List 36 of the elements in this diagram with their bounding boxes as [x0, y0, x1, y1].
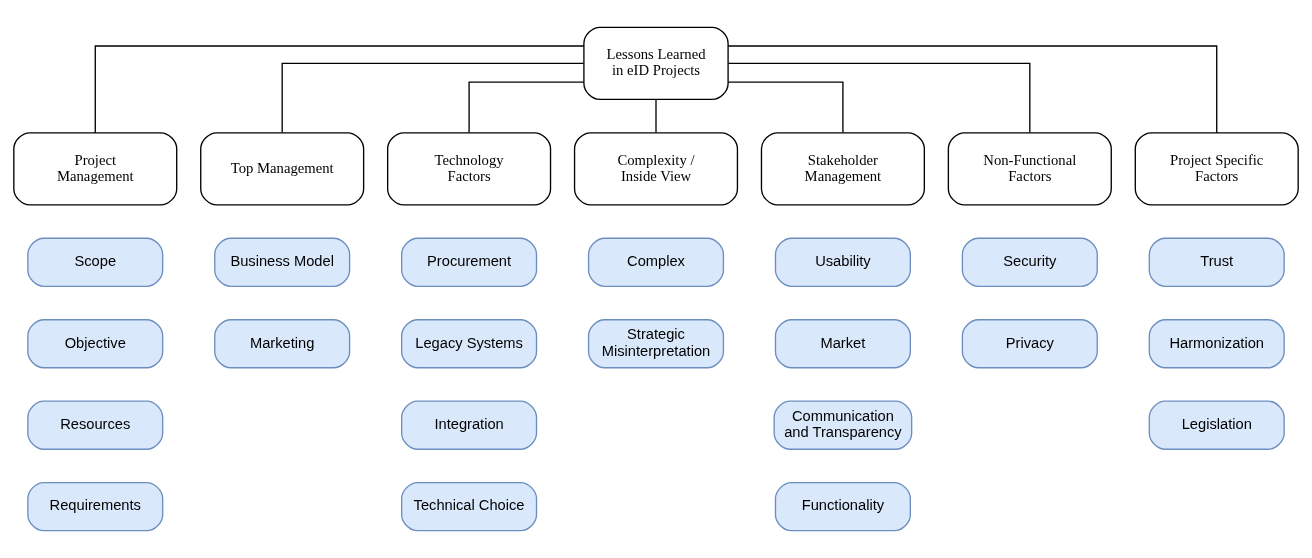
connector — [655, 99, 657, 134]
connector — [727, 45, 1218, 134]
connector — [94, 45, 585, 134]
node-box: Strategic Misinterpretation — [587, 319, 725, 369]
node-box: Project Specific Factors — [1134, 132, 1299, 206]
node-box: Complexity / Inside View — [573, 132, 739, 206]
node-box: Resources — [27, 400, 164, 450]
node-box: Scope — [27, 237, 164, 287]
node-box: Lessons Learned in eID Projects — [583, 26, 729, 101]
node-box: Trust — [1148, 237, 1285, 287]
node-box: Technology Factors — [386, 132, 552, 206]
node-box: Procurement — [401, 237, 538, 287]
connector — [468, 81, 585, 134]
connector — [281, 62, 585, 134]
node-box: Non-Functional Factors — [947, 132, 1112, 206]
node-box: Market — [774, 319, 911, 369]
node-box: Communication and Transparency — [773, 400, 913, 450]
node-box: Requirements — [27, 481, 164, 532]
node-box: Harmonization — [1148, 319, 1285, 369]
node-box: Functionality — [774, 481, 911, 532]
connector — [727, 81, 844, 134]
node-box: Integration — [401, 400, 538, 450]
node-box: Stakeholder Management — [760, 132, 925, 206]
connector — [727, 62, 1031, 134]
node-box: Usability — [774, 237, 911, 287]
node-box: Legacy Systems — [401, 319, 538, 369]
node-box: Security — [961, 237, 1098, 287]
node-box: Top Management — [200, 132, 365, 206]
node-box: Marketing — [214, 319, 351, 369]
node-box: Legislation — [1148, 400, 1285, 450]
node-box: Privacy — [961, 319, 1098, 369]
node-box: Business Model — [214, 237, 351, 287]
node-box: Technical Choice — [401, 481, 538, 532]
node-box: Complex — [587, 237, 725, 287]
node-box: Project Management — [13, 132, 178, 206]
node-box: Objective — [27, 319, 164, 369]
